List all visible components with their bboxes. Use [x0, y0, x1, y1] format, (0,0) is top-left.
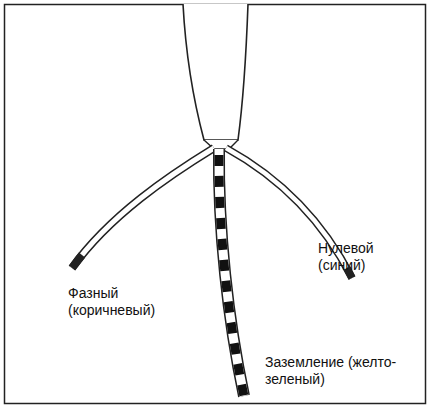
earth-wire: [219, 149, 244, 396]
phase-wire: [72, 148, 214, 268]
phase-label: Фазный (коричневый): [68, 285, 176, 319]
frame: [5, 5, 426, 404]
cable-sheath: [183, 4, 248, 140]
earth-label: Заземление (желто-зеленый): [265, 354, 413, 388]
neutral-label: Нулевой (синий): [318, 240, 398, 274]
